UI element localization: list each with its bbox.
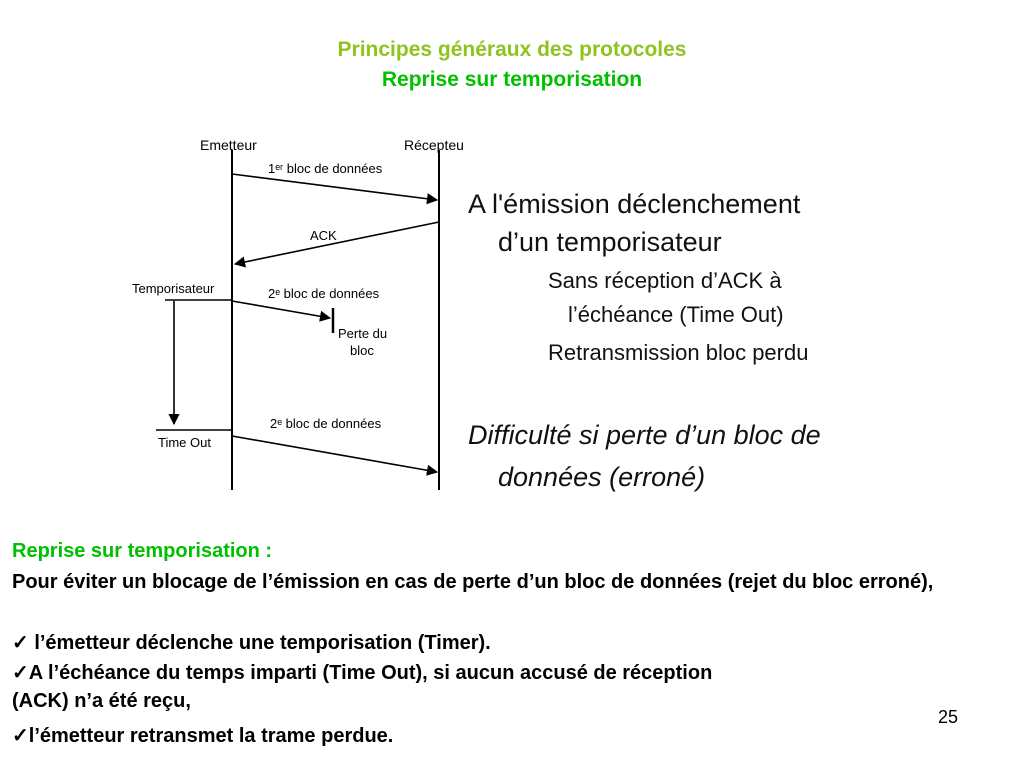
timeout-label: Time Out [158,435,211,450]
retransmit-label: 2ᵉ bloc de données [270,416,382,431]
second-block-label: 2ᵉ bloc de données [268,286,380,301]
sequence-diagram: Emetteur Récepteu 1ᵉʳ bloc de données AC… [132,137,464,490]
desc-line-7: données (erroné) [498,462,706,492]
lost-block-arrow [231,300,332,322]
bullet-timeout-line1: ✓A l’échéance du temps imparti (Time Out… [12,662,713,684]
desc-line-2: d’un temporisateur [498,227,722,257]
page-number: 25 [938,707,959,727]
slide-title: Principes généraux des protocoles [337,38,687,61]
desc-line-3: Sans réception d’ACK à [548,268,782,293]
desc-line-1: A l'émission déclenchement [468,189,801,219]
emitter-label: Emetteur [200,137,257,153]
first-block-label: 1ᵉʳ bloc de données [268,161,383,176]
body-paragraph: Pour éviter un blocage de l’émission en … [12,571,934,593]
desc-line-6: Difficulté si perte d’un bloc de [468,420,821,450]
loss-label-line1: Perte du [338,326,387,341]
desc-line-4: l’échéance (Time Out) [568,302,784,327]
ack-arrow [233,221,440,268]
timer-label: Temporisateur [132,281,215,296]
bullet-timer: ✓ l’émetteur déclenche une temporisation… [12,632,491,654]
section-heading: Reprise sur temporisation : [12,540,273,562]
receiver-label: Récepteu [404,137,464,153]
bullet-retransmit: ✓l’émetteur retransmet la trame perdue. [12,725,394,747]
bullet-timeout-line2: (ACK) n’a été reçu, [12,690,191,712]
loss-label-line2: bloc [350,343,374,358]
ack-label: ACK [310,228,337,243]
slide-subtitle: Reprise sur temporisation [381,68,643,91]
desc-line-5: Retransmission bloc perdu [548,340,809,365]
first-block-arrow [231,173,439,205]
retransmit-arrow [231,435,439,476]
